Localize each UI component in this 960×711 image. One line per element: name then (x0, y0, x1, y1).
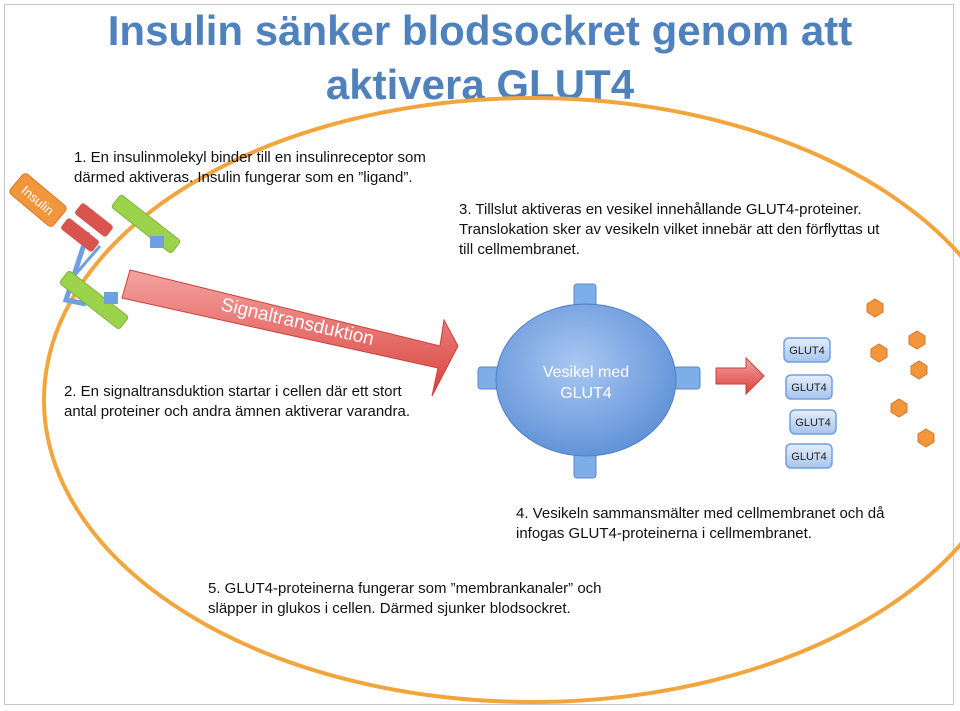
signaltransduction-arrow: Signaltransduktion (121, 269, 459, 397)
glut4-label-4: GLUT4 (791, 451, 826, 463)
step-1-text: 1. En insulinmolekyl binder till en insu… (74, 148, 426, 188)
title-line-1: Insulin sänker blodsockret genom att (107, 7, 853, 54)
glut4-channel-2: GLUT4 (785, 374, 833, 400)
step-3-line-2: Translokation sker av vesikeln vilket in… (459, 221, 880, 238)
step-2-line-2: antal proteiner och andra ämnen aktivera… (64, 403, 411, 420)
glucose-molecule (890, 398, 908, 418)
fusion-arrow (715, 356, 765, 396)
cell-membrane (42, 96, 960, 704)
vesicle: Vesikel med GLUT4 (477, 283, 701, 479)
insulin-receptor (59, 195, 181, 329)
glut4-channel-4: GLUT4 (785, 443, 833, 469)
step-3-line-3: till cellmembranet. (459, 241, 580, 258)
step-3-text: 3. Tillslut aktiveras en vesikel innehål… (459, 200, 879, 260)
glut4-label-1: GLUT4 (789, 345, 824, 357)
glucose-molecule (866, 298, 884, 318)
step-2-text: 2. En signaltransduktion startar i celle… (64, 382, 410, 422)
step-1-line-1: 1. En insulinmolekyl binder till en insu… (74, 149, 426, 166)
step-5-text: 5. GLUT4-proteinerna fungerar som ”membr… (208, 579, 602, 619)
vesicle-label-line-1: Vesikel med (543, 364, 629, 381)
step-4-text: 4. Vesikeln sammansmälter med cellmembra… (516, 504, 885, 544)
glucose-molecule (910, 360, 928, 380)
glut4-label-3: GLUT4 (795, 417, 830, 429)
step-2-line-1: 2. En signaltransduktion startar i celle… (64, 383, 402, 400)
step-1-line-2: därmed aktiveras. Insulin fungerar som e… (74, 169, 413, 186)
slide-frame (4, 4, 954, 705)
step-4-line-1: 4. Vesikeln sammansmälter med cellmembra… (516, 505, 885, 522)
glucose-molecule (870, 343, 888, 363)
step-3-line-1: 3. Tillslut aktiveras en vesikel innehål… (459, 201, 862, 218)
glut4-label-2: GLUT4 (791, 382, 826, 394)
glut4-channel-1: GLUT4 (783, 337, 831, 363)
glucose-molecule (908, 330, 926, 350)
step-5-line-2: släpper in glukos i cellen. Därmed sjunk… (208, 600, 571, 617)
insulin-molecule: Insulin (9, 173, 67, 227)
vesicle-label-line-2: GLUT4 (560, 385, 612, 402)
step-5-line-1: 5. GLUT4-proteinerna fungerar som ”membr… (208, 580, 602, 597)
glut4-channel-3: GLUT4 (789, 409, 837, 435)
step-4-line-2: infogas GLUT4-proteinerna i cellmembrane… (516, 525, 812, 542)
glucose-molecule (917, 428, 935, 448)
